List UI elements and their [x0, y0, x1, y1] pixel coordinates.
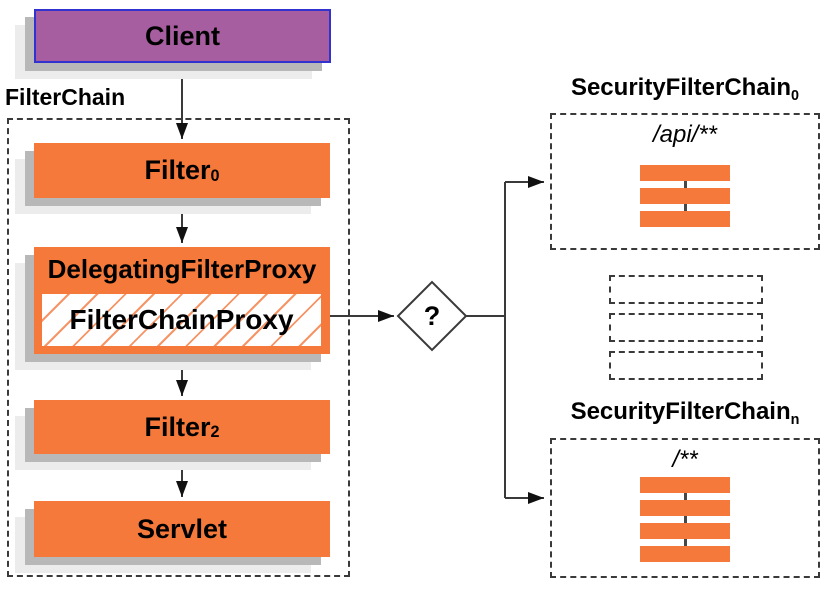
filter2-subscript: 2 [210, 423, 220, 442]
filter-stack-n [640, 477, 730, 562]
security-filter-chain-n-title-text: SecurityFilterChain [570, 398, 791, 425]
security-filter-chain-n-box: /** [550, 438, 820, 578]
security-filter-chain-n-subscript: n [790, 412, 800, 429]
security-filter-chain-0-subscript: 0 [791, 88, 800, 105]
placeholder-chain-box [609, 313, 763, 342]
delegating-filter-proxy-label: DelegatingFilterProxy [47, 254, 317, 284]
filter-bar [640, 477, 730, 493]
filterchain-label: FilterChain [5, 84, 126, 110]
filter-bar [640, 523, 730, 539]
filterchain-container [7, 118, 350, 577]
security-filter-chain-0-title-text: SecurityFilterChain [570, 74, 792, 101]
url-pattern-n: /** [672, 446, 698, 473]
servlet-box: Servlet [34, 501, 330, 557]
filter-stack-0 [640, 165, 730, 227]
delegating-filter-proxy-box: DelegatingFilterProxy FilterChainProxy [34, 247, 330, 354]
filter0-subscript: 0 [210, 166, 220, 185]
filter-chain-proxy-label: FilterChainProxy [69, 304, 294, 335]
placeholder-chain-box [609, 351, 763, 380]
filter2-label: Filter [144, 411, 211, 442]
placeholder-chain-box [609, 275, 763, 304]
servlet-label: Servlet [136, 513, 228, 544]
filter-bar [640, 188, 730, 204]
decision-diamond: ? [423, 300, 441, 331]
client-box: Client [34, 9, 331, 63]
security-filter-chain-0-box: /api/** [550, 113, 820, 250]
filter-chain-proxy-box: FilterChainProxy [40, 292, 323, 348]
filter0-label: Filter [144, 155, 211, 185]
security-filter-chain-n-title: SecurityFilterChainn [550, 398, 820, 429]
filter-bar [640, 211, 730, 227]
client-label: Client [144, 20, 220, 51]
url-pattern-0: /api/** [652, 121, 718, 148]
filter-bar [640, 165, 730, 181]
filter-bar [640, 546, 730, 562]
security-filter-chain-0-title: SecurityFilterChain0 [550, 74, 820, 105]
filter-bar [640, 500, 730, 516]
